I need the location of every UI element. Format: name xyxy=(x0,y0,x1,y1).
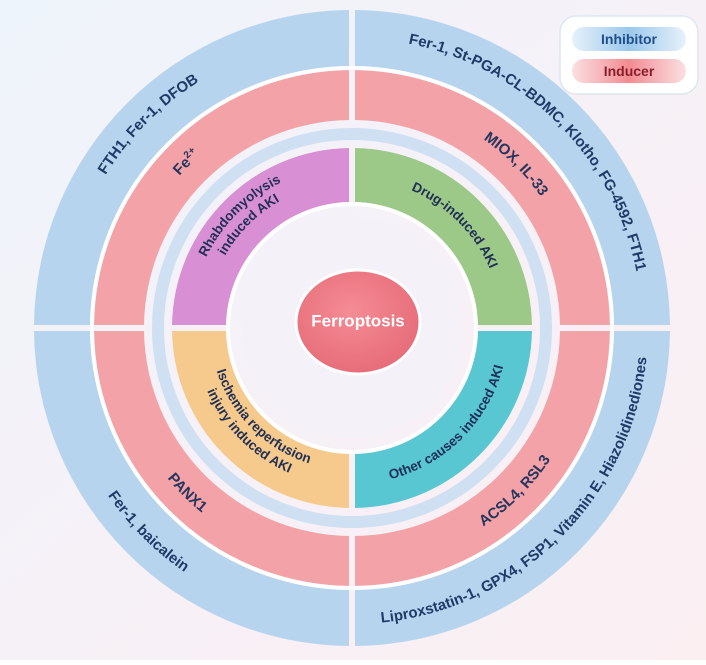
aki-segment-other-causes xyxy=(354,330,532,508)
aki-segment-drug-induced xyxy=(354,148,532,326)
inducer-ring-bottom-right xyxy=(354,330,610,586)
inducer-ring-bottom-left xyxy=(94,330,350,586)
legend-inhibitor-label: Inhibitor xyxy=(601,31,658,47)
legend-inducer-swatch xyxy=(572,59,686,83)
ferroptosis-center xyxy=(294,268,422,376)
ring-separator-inner xyxy=(226,202,478,454)
aki-segment-ischemia-reperfusion xyxy=(172,330,350,508)
ring-separator-mid xyxy=(152,128,552,528)
legend-inhibitor-swatch xyxy=(572,27,686,51)
center-label: Ferroptosis xyxy=(311,311,405,330)
inducer-ring-top-right xyxy=(354,70,610,326)
inhibitor-ring-bottom-right xyxy=(354,330,670,646)
inhibitor-ring-top-left xyxy=(34,10,350,326)
aki-segment-rhabdomyolysis xyxy=(172,148,350,326)
ring-separator-outer xyxy=(90,66,614,590)
legend-inducer-label: Inducer xyxy=(604,63,655,79)
inducer-ring-top-left xyxy=(94,70,350,326)
inhibitor-ring-top-right xyxy=(354,10,670,326)
inhibitor-ring-bottom-left xyxy=(34,330,350,646)
legend: Inhibitor Inducer xyxy=(559,15,699,95)
